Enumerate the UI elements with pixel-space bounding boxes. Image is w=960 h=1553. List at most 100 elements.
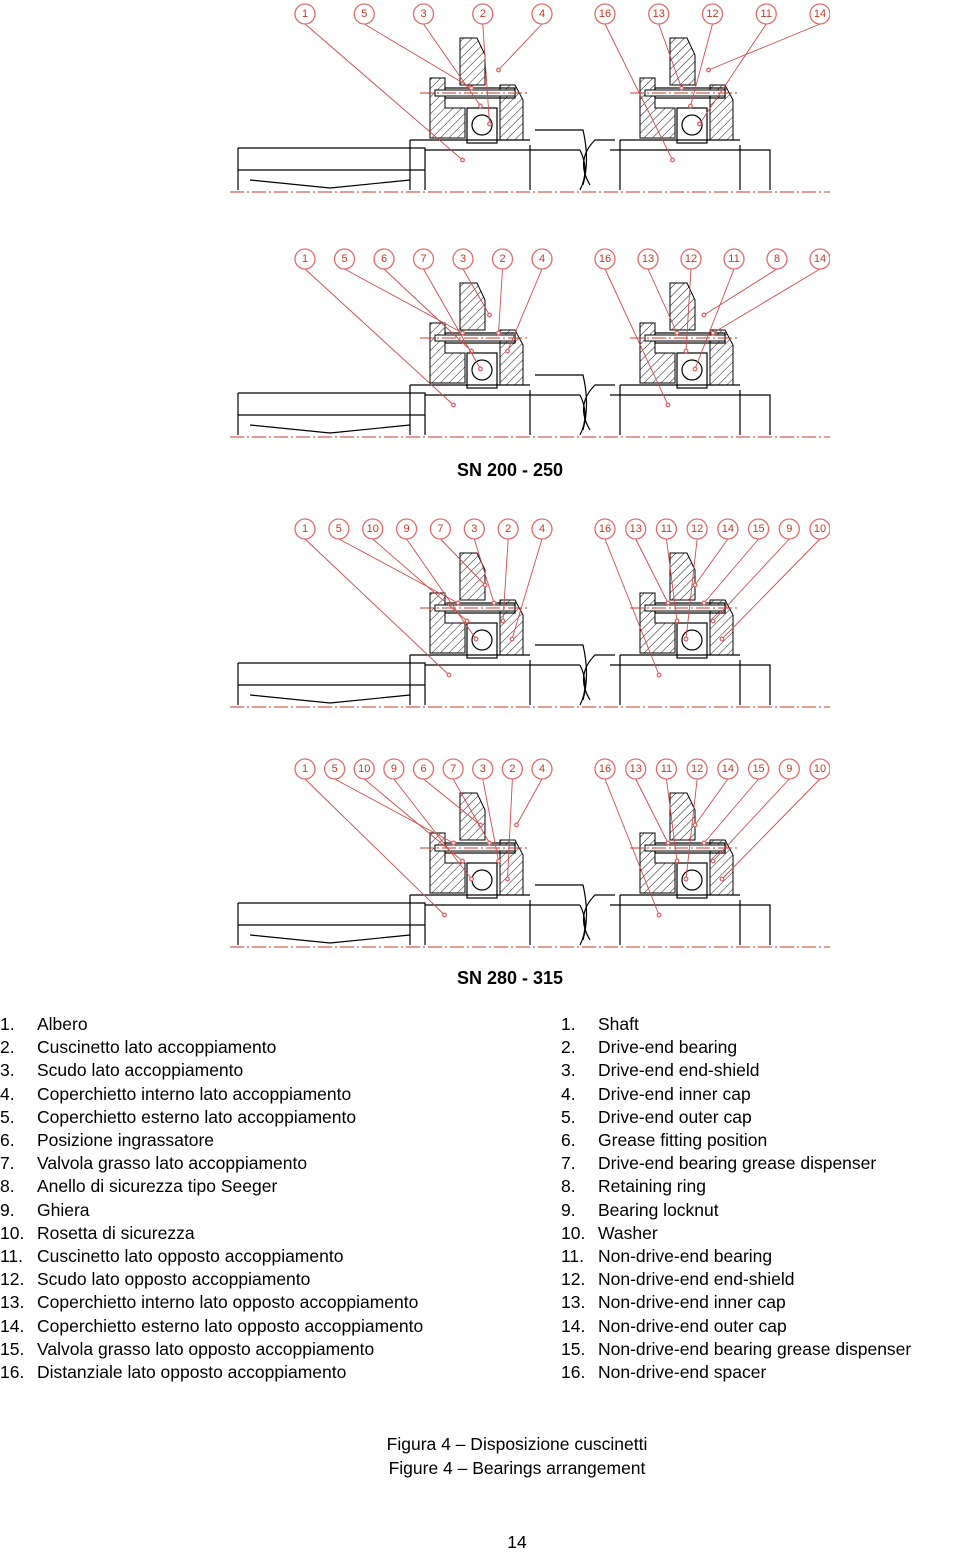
callout-label: 3 [471, 523, 477, 535]
legend-item-text: Valvola grasso lato accoppiamento [37, 1153, 308, 1174]
callout-label: 10 [358, 763, 370, 775]
callout-14: 14 [710, 248, 830, 336]
bearing-ball [471, 869, 493, 891]
caption-italian: Figura 4 – Disposizione cuscinetti [386, 1434, 648, 1454]
callout-label: 2 [505, 523, 511, 535]
legend-item-text: Anello di sicurezza tipo Seeger [37, 1176, 278, 1197]
callout-10: 10 [719, 518, 830, 642]
callout-16: 16 [594, 518, 662, 678]
legend-item: 7.Valvola grasso lato accoppiamento [0, 1152, 423, 1175]
callout-7: 7 [412, 248, 483, 372]
callout-11: 11 [692, 248, 745, 372]
callout-label: 6 [381, 253, 387, 265]
legend-item-number: 4. [0, 1083, 15, 1104]
legend-item: 3.Drive-end end-shield [561, 1059, 911, 1082]
callout-9: 9 [710, 758, 800, 864]
callout-label: 15 [752, 523, 764, 535]
bearing-assembly [583, 282, 741, 435]
legend-item: 6.Posizione ingrassatore [0, 1129, 423, 1152]
callout-label: 12 [691, 523, 703, 535]
callout-13: 13 [637, 248, 680, 336]
callout-13: 13 [648, 3, 684, 91]
bearing-ball [681, 629, 703, 651]
callout-1: 1 [294, 758, 447, 918]
legend-item: 15.Non-drive-end bearing grease dispense… [561, 1338, 911, 1361]
legend-item-number: 2. [561, 1037, 576, 1058]
callout-label: 6 [420, 763, 426, 775]
callout-label: 11 [728, 253, 739, 265]
callout-8: 8 [701, 248, 788, 318]
shaft [230, 662, 830, 708]
callout-label: 13 [630, 763, 642, 775]
callout-13: 13 [625, 758, 671, 846]
callout-11: 11 [655, 518, 680, 624]
legend-item-number: 13. [561, 1292, 586, 1313]
callout-10: 10 [353, 758, 465, 864]
legend-item-text: Ghiera [37, 1199, 90, 1220]
legend-item-text: Scudo lato accoppiamento [37, 1060, 244, 1081]
callout-3: 3 [472, 758, 501, 864]
legend-item-text: Coperchietto esterno lato opposto accopp… [37, 1315, 424, 1336]
callout-label: 5 [336, 523, 342, 535]
legend-item-text: Coperchietto esterno lato accoppiamento [37, 1106, 357, 1127]
callout-label: 16 [599, 8, 611, 20]
callout-label: 2 [509, 763, 515, 775]
legend-item: 9.Bearing locknut [561, 1199, 911, 1222]
shaft [230, 392, 830, 438]
callout-1: 1 [294, 248, 456, 408]
callout-label: 16 [599, 253, 611, 265]
legend-item: 7.Drive-end bearing grease dispenser [561, 1152, 911, 1175]
legend-item-text: Shaft [598, 1014, 639, 1034]
callout-label: 10 [814, 523, 826, 535]
callout-4: 4 [509, 518, 553, 642]
legend-item-text: Albero [37, 1014, 88, 1034]
callout-15: 15 [701, 518, 770, 606]
shaft [230, 147, 830, 193]
legend-item: 1. Albero [0, 1013, 423, 1036]
callout-label: 14 [722, 763, 734, 775]
legend-item-number: 1. [0, 1014, 15, 1034]
bearing-ball [471, 114, 493, 136]
legend-item-number: 16. [0, 1362, 25, 1383]
callout-14: 14 [692, 518, 739, 588]
legend-item-number: 11. [0, 1246, 24, 1267]
legend-item-text: Non-drive-end outer cap [598, 1315, 787, 1336]
callout-label: 4 [539, 8, 545, 20]
shaft [230, 902, 830, 948]
callout-label: 13 [642, 253, 654, 265]
legend-item: 8.Retaining ring [561, 1175, 911, 1198]
callout-label: 7 [437, 523, 443, 535]
legend-item-number: 12. [561, 1269, 586, 1290]
legend-item-text: Coperchietto interno lato opposto accopp… [37, 1292, 419, 1313]
figure-caption: Figura 4 – Disposizione cuscinetti Figur… [0, 1432, 960, 1480]
callout-label: 1 [302, 763, 308, 775]
legend-item: 5.Drive-end outer cap [561, 1106, 911, 1129]
caption-english: Figure 4 – Bearings arrangement [388, 1458, 646, 1478]
legend-item: 16.Non-drive-end spacer [561, 1361, 911, 1384]
callout-1: 1 [294, 3, 465, 163]
legend-item: 10.Rosetta di sicurezza [0, 1222, 423, 1245]
callout-4: 4 [514, 758, 553, 828]
bearing-ball [681, 359, 703, 381]
legend-item-number: 15. [561, 1338, 586, 1359]
bearing-ball [471, 629, 493, 651]
legend-item: 10.Washer [561, 1222, 911, 1245]
callout-label: 14 [814, 8, 826, 20]
legend-item-number: 3. [561, 1060, 576, 1081]
callout-label: 10 [814, 763, 826, 775]
legend-item-number: 11. [561, 1246, 585, 1267]
legend-item: 2.Cuscinetto lato accoppiamento [0, 1036, 423, 1059]
bearing-assembly [583, 552, 741, 705]
callout-16: 16 [594, 758, 662, 918]
callout-label: 16 [599, 763, 611, 775]
callout-9: 9 [395, 518, 479, 642]
callout-3: 3 [452, 248, 492, 318]
legend-item: 8.Anello di sicurezza tipo Seeger [0, 1175, 423, 1198]
legend-item-text: Distanziale lato opposto accoppiamento [37, 1362, 347, 1383]
callout-label: 8 [774, 253, 780, 265]
legend-item: 11.Cuscinetto lato opposto accoppiamento [0, 1245, 423, 1268]
legend-item: 13.Non-drive-end inner cap [561, 1291, 911, 1314]
callout-12: 12 [680, 248, 702, 354]
legend-item-number: 9. [0, 1199, 15, 1220]
